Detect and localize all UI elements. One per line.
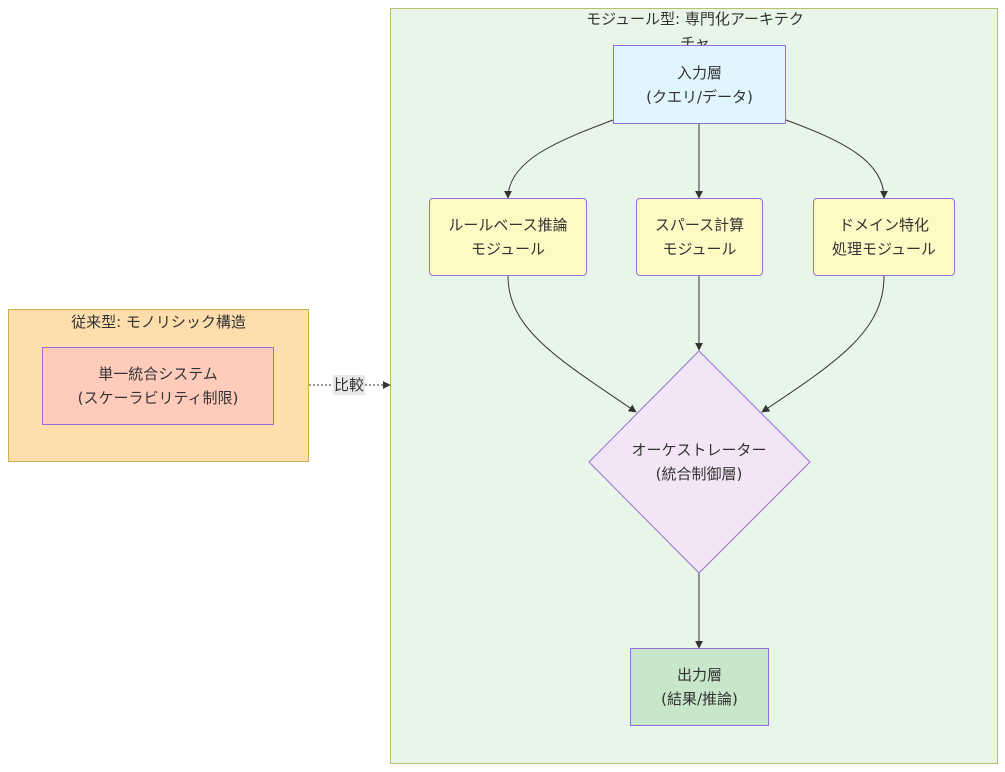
compare-edge-label: 比較 <box>333 375 366 395</box>
input-layer-node: 入力層 (クエリ/データ) <box>613 45 786 124</box>
rule-module-line2: モジュール <box>471 240 545 258</box>
output-layer-line1: 出力層 <box>676 666 722 684</box>
orchestrator-line2: (統合制御層) <box>655 465 743 483</box>
sparse-module-node: スパース計算 モジュール <box>636 198 763 276</box>
domain-module-node: ドメイン特化 処理モジュール <box>813 198 955 276</box>
input-layer-line1: 入力層 <box>676 63 722 82</box>
input-layer-line2: (クエリ/データ) <box>646 87 753 106</box>
sparse-module-line2: モジュール <box>662 240 737 258</box>
rule-module-line1: ルールベース推論 <box>448 216 568 234</box>
monolith-node-line1: 単一統合システム <box>98 365 218 383</box>
output-layer-line2: (結果/推論) <box>661 690 738 708</box>
domain-module-line2: 処理モジュール <box>832 240 936 258</box>
domain-module-line1: ドメイン特化 <box>838 216 929 234</box>
rule-module-node: ルールベース推論 モジュール <box>429 198 587 276</box>
orchestrator-node: オーケストレーター (統合制御層) <box>610 422 788 502</box>
legacy-cluster-title: 従来型: モノリシック構造 <box>71 313 246 331</box>
monolith-node: 単一統合システム (スケーラビリティ制限) <box>42 347 274 425</box>
orchestrator-line1: オーケストレーター <box>631 441 767 459</box>
output-layer-node: 出力層 (結果/推論) <box>630 648 769 726</box>
monolith-node-line2: (スケーラビリティ制限) <box>77 389 239 407</box>
sparse-module-line1: スパース計算 <box>654 216 745 234</box>
modular-cluster: モジュール型: 専門化アーキテクチャ <box>390 8 998 764</box>
